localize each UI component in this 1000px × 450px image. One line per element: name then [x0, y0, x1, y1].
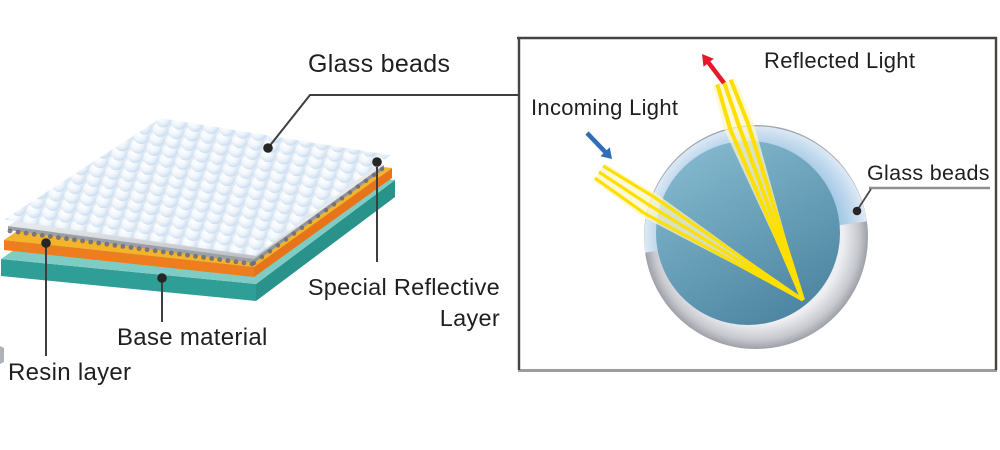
incoming-light-ray [593, 163, 804, 302]
reflected-light-ray [713, 78, 805, 301]
reflective-layer-dot [372, 157, 382, 167]
leader-dots [41, 143, 382, 283]
resin-layer-label: Resin layer [8, 359, 132, 386]
magnified-view-panel [517, 36, 998, 372]
special-reflective-layer-label: Special Reflective Layer [283, 272, 500, 334]
glass-beads-detail-label: Glass beads [867, 161, 990, 185]
bead-shadow-dots [7, 166, 385, 267]
glass-beads-label: Glass beads [308, 50, 451, 78]
glass-beads-right-dot [852, 206, 862, 216]
glass-beads-leader-and-connector [267, 94, 518, 149]
panel-border [517, 36, 998, 370]
base-material-dot [157, 273, 167, 283]
leader-lines [45, 94, 518, 356]
special-reflective-layer-line1: Special Reflective [307, 274, 500, 300]
stray-edge-mark [0, 346, 4, 364]
incoming-arrow-icon [585, 131, 612, 159]
base-material-label: Base material [117, 324, 268, 351]
glass-beads-leader-line [857, 188, 872, 210]
reflected-arrow-icon [702, 54, 726, 85]
special-reflective-layer-line2: Layer [439, 305, 500, 331]
glass-beads-dot [263, 143, 273, 153]
glass-beads-right-leader [852, 186, 990, 216]
resin-layer-dot [41, 238, 51, 248]
incoming-light-label: Incoming Light [531, 95, 679, 120]
reflected-light-label: Reflected Light [764, 48, 916, 73]
